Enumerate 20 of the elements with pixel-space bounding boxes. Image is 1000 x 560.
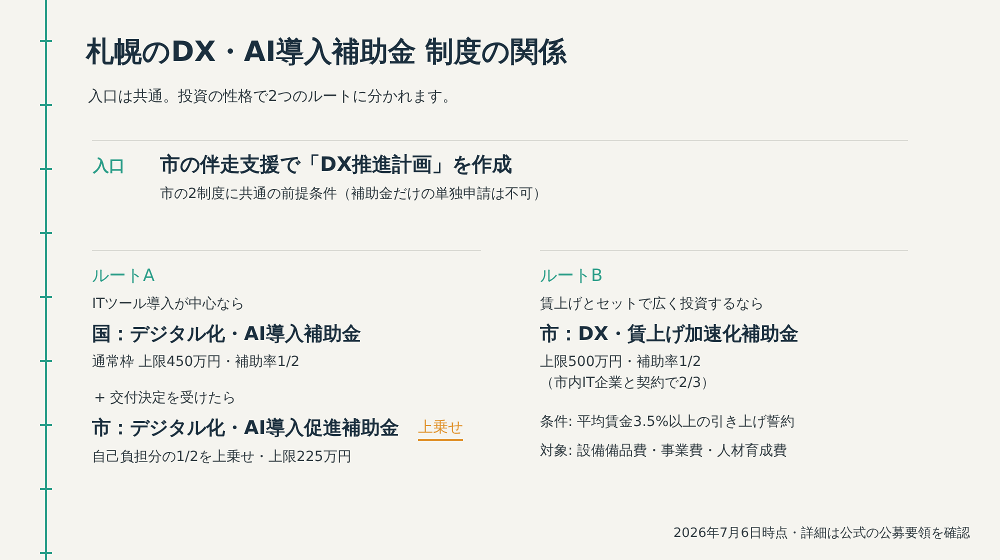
footnote: 2026年7月6日時点・詳細は公式の公募要領を確認 [673,525,970,543]
condition-text: + 交付決定を受けたら [94,389,236,408]
note-text: 対象: 設備備品費・事業費・人材育成費 [540,442,788,461]
note-text: 市の2制度に共通の前提条件（補助金だけの単独申請は不可） [160,185,547,204]
step-heading: 市の伴走支援で「DX推進計画」を作成 [160,151,512,178]
condition-text: ITツール導入が中心なら [92,295,245,314]
note-text: 自己負担分の1/2を上乗せ・上限225万円 [92,448,352,467]
subsidy-name: 市：デジタル化・AI導入促進補助金 [92,416,399,441]
condition-text: 賃上げとセットで広く投資するなら [540,295,764,314]
route-label: ルートB [540,265,603,288]
note-text: 条件: 平均賃金3.5%以上の引き上げ誓約 [540,413,795,432]
subsidy-name: 国：デジタル化・AI導入補助金 [92,322,361,347]
top-up-label: 上乗せ [418,417,463,441]
title: 札幌のDX・AI導入補助金 制度の関係 [86,34,567,70]
note-text: 上限500万円・補助率1/2（市内IT企業と契約で2/3） [540,353,716,393]
note-text: 通常枠 上限450万円・補助率1/2 [92,353,300,372]
step-label: 入口 [93,155,125,177]
subtitle: 入口は共通。投資の性格で2つのルートに分かれます。 [88,86,458,107]
route-label: ルートA [92,265,155,288]
subsidy-name: 市：DX・賃上げ加速化補助金 [540,322,798,347]
